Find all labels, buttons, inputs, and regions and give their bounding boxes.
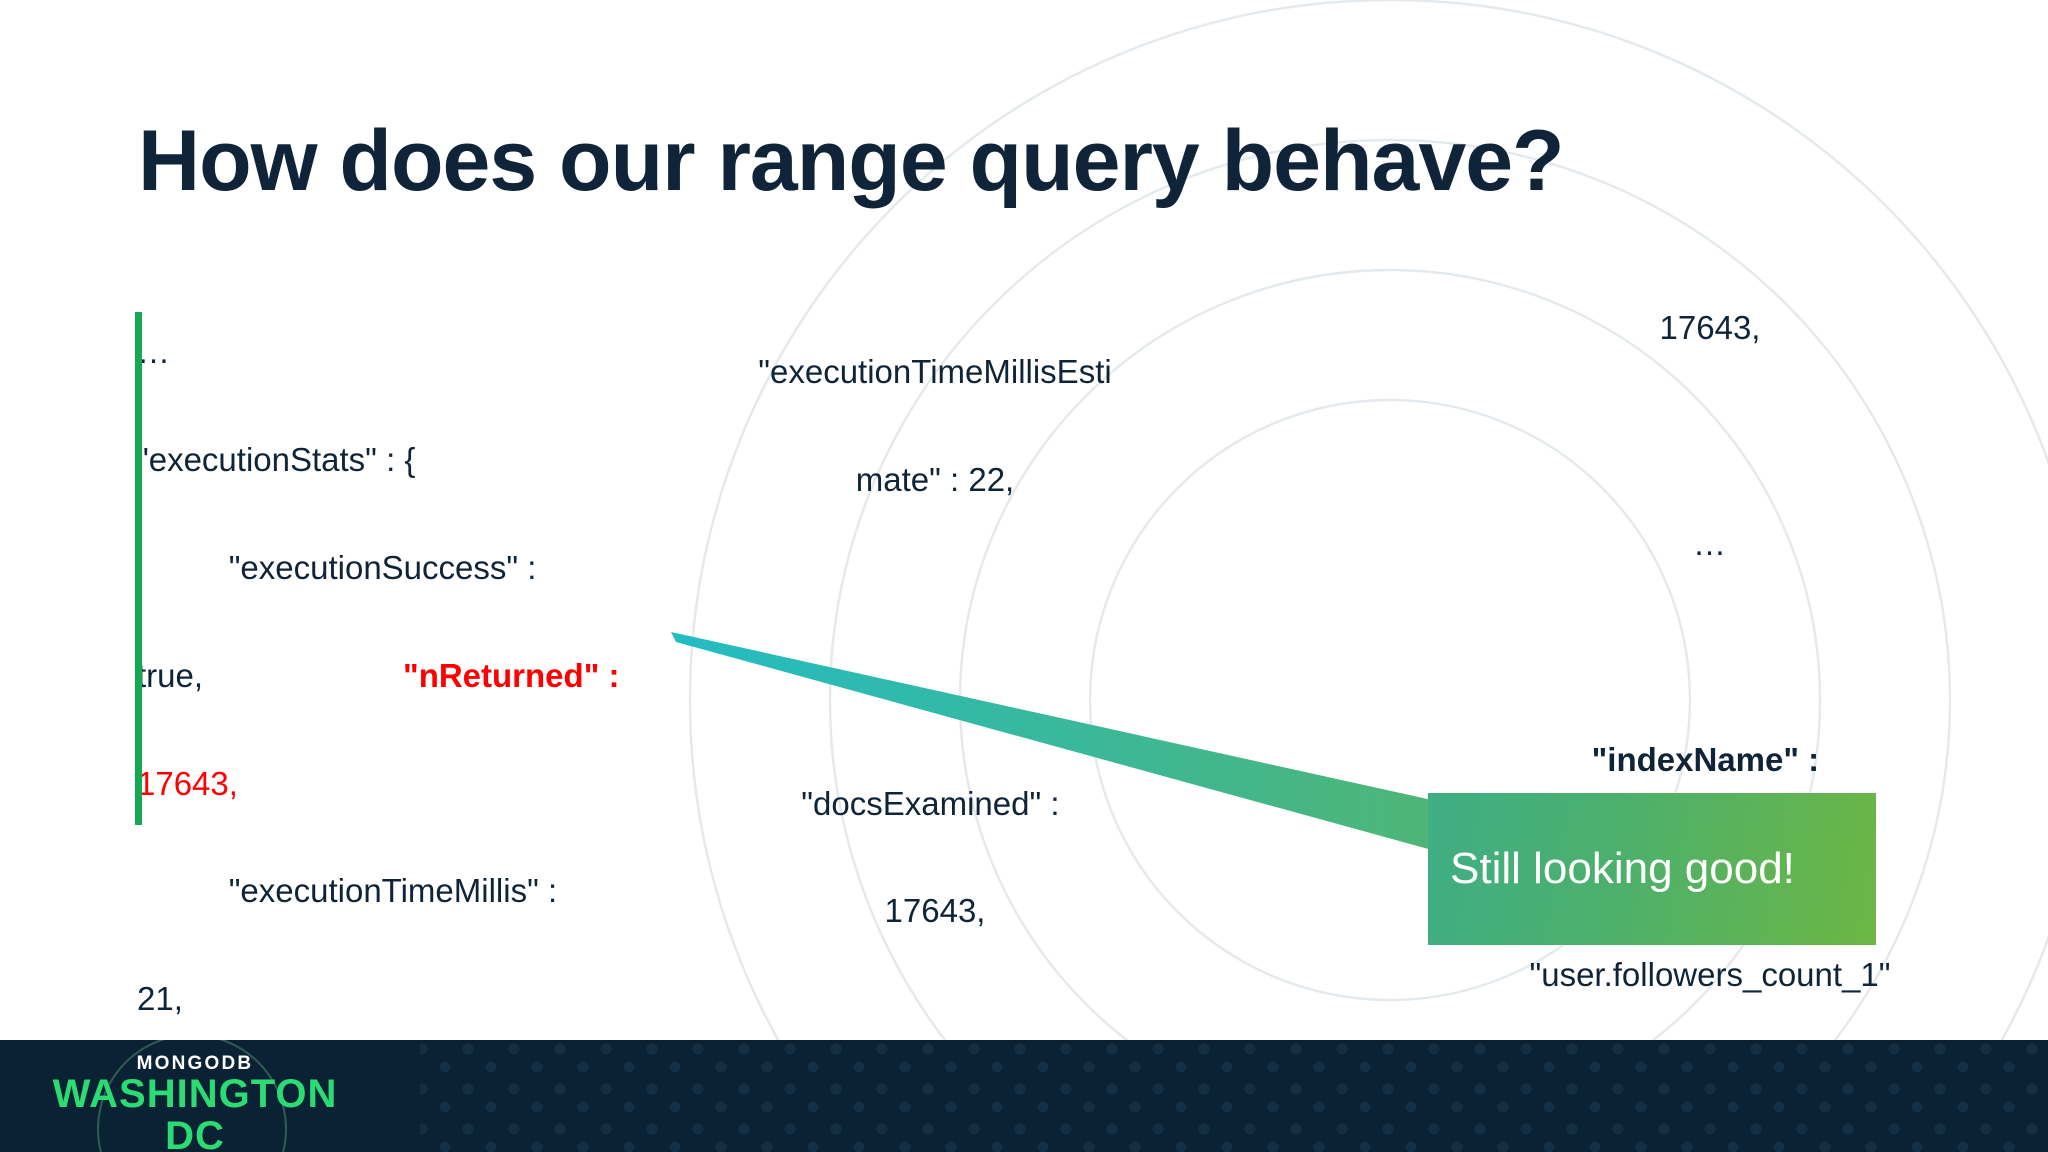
code-line-spacer bbox=[1465, 634, 1955, 670]
code-line: … bbox=[137, 332, 171, 370]
code-line: … bbox=[1693, 524, 1727, 562]
code-line-spacer bbox=[705, 678, 1165, 714]
code-line-spacer bbox=[1465, 418, 1955, 454]
code-column-inputstage: "executionTimeMillisEsti mate" : 22, "do… bbox=[705, 282, 1165, 1152]
green-accent-bar bbox=[135, 312, 142, 825]
code-column-indexname: 17643, … "indexName" : "user.followers_c… bbox=[1465, 238, 1955, 1152]
code-token-highlight: "nReturned" : bbox=[403, 656, 629, 694]
code-line: "docsExamined" : bbox=[801, 784, 1069, 822]
code-line: 17643, bbox=[137, 764, 238, 802]
callout-text: Still looking good! bbox=[1450, 844, 1795, 893]
code-line-spacer bbox=[705, 570, 1165, 606]
code-line: 21, bbox=[137, 980, 183, 1018]
code-line: 17643, bbox=[884, 892, 986, 930]
code-line: mate" : 22, bbox=[855, 460, 1015, 498]
code-token: true, bbox=[137, 656, 204, 694]
code-line: "executionSuccess" : bbox=[137, 548, 546, 586]
code-column-executionstats: … "executionStats" : { "executionSuccess… bbox=[137, 262, 697, 1152]
brand-logo: MONGODB WASHINGTON DC .LOCAL bbox=[35, 1048, 355, 1152]
callout-box-still-looking-good: Still looking good! bbox=[1428, 793, 1876, 945]
code-line: "user.followers_count_1" bbox=[1529, 956, 1891, 994]
page-title: How does our range query behave? bbox=[138, 113, 1565, 209]
code-line: 17643, bbox=[1659, 308, 1761, 346]
code-line: "executionStats" : { bbox=[137, 440, 416, 478]
code-line: "executionTimeMillisEsti bbox=[758, 352, 1112, 390]
footer-bar: MONGODB WASHINGTON DC .LOCAL bbox=[0, 1040, 2048, 1152]
code-line: true, "nReturned" : bbox=[137, 656, 697, 694]
code-line-spacer bbox=[705, 1001, 1165, 1037]
brand-main-label: WASHINGTON DC bbox=[52, 1072, 338, 1152]
brand-top-label: MONGODB bbox=[136, 1053, 254, 1074]
code-line: "indexName" : bbox=[1591, 740, 1829, 778]
code-line: "executionTimeMillis" : bbox=[137, 872, 567, 910]
